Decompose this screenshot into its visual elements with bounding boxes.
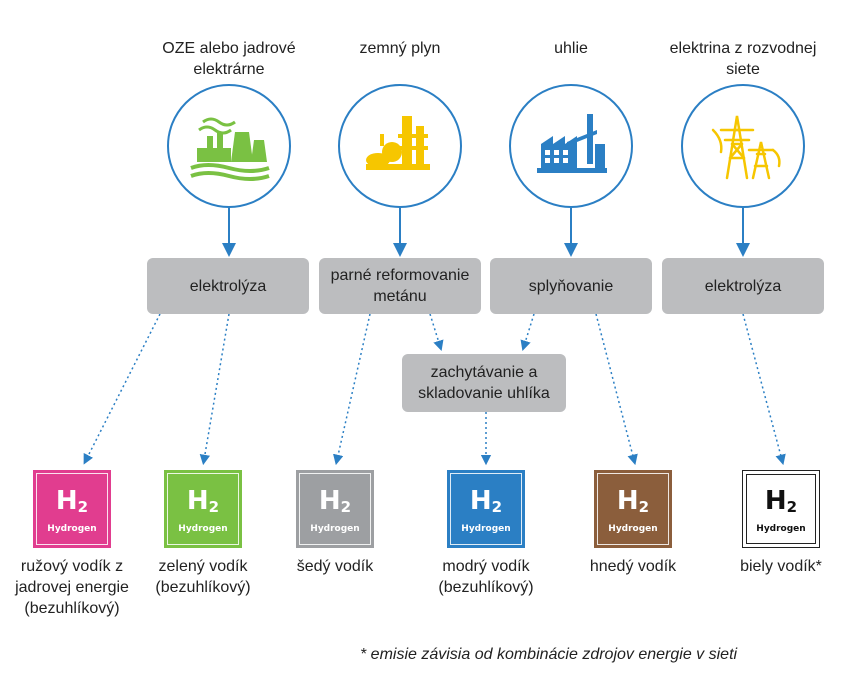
- arrow-to-pink: [83, 313, 161, 465]
- label-brown-hydrogen: hnedý vodík: [589, 558, 677, 575]
- source-circle-coal: [509, 84, 633, 208]
- arrow-to-ccs-left: [429, 313, 444, 352]
- source-label-grid-electricity: elektrina z rozvodnej siete: [669, 40, 817, 78]
- process-carbon-capture: zachytávanie a skladovanie uhlíka: [402, 354, 566, 412]
- source-label-coal: uhlie: [554, 40, 588, 57]
- hydrogen-tile-white: H2 Hydrogen: [742, 470, 820, 548]
- label-green-hydrogen: zelený vodík (bezuhlíkový): [155, 558, 251, 596]
- label-blue-hydrogen: modrý vodík (bezuhlíkový): [438, 558, 534, 596]
- arrow-to-brown: [595, 313, 638, 466]
- hydrogen-tile-brown: H2 Hydrogen: [594, 470, 672, 548]
- hydrogen-tile-grey: H2 Hydrogen: [296, 470, 374, 548]
- arrow-to-grey: [333, 313, 371, 466]
- arrow-to-ccs-right: [520, 313, 535, 352]
- source-circle-grid: [681, 84, 805, 208]
- hydrogen-tile-blue: H2 Hydrogen: [447, 470, 525, 548]
- process-electrolysis-1: elektrolýza: [147, 258, 309, 314]
- source-label-natural-gas: zemný plyn: [359, 40, 441, 57]
- power-tower-icon: [711, 115, 781, 180]
- coal-factory-icon: [537, 114, 607, 173]
- process-gasification: splyňovanie: [490, 258, 652, 314]
- power-plant-icon: [190, 117, 270, 181]
- arrow-to-white: [742, 313, 786, 466]
- label-white-hydrogen: biely vodík*: [740, 558, 822, 575]
- label-grey-hydrogen: šedý vodík: [296, 558, 374, 575]
- label-pink-hydrogen: ružový vodík z jadrovej energie (bezuhlí…: [15, 558, 129, 617]
- source-circle-renewables: [167, 84, 291, 208]
- process-steam-reforming: parné reformovanie metánu: [319, 258, 481, 314]
- source-label-renewables-nuclear: OZE alebo jadrové elektrárne: [162, 40, 296, 78]
- refinery-icon: [366, 116, 430, 170]
- arrow-to-green: [199, 313, 230, 466]
- hydrogen-tile-pink: H2 Hydrogen: [33, 470, 111, 548]
- hydrogen-tile-green: H2 Hydrogen: [164, 470, 242, 548]
- footnote: * emisie závisia od kombinácie zdrojov e…: [360, 646, 738, 663]
- process-electrolysis-2: elektrolýza: [662, 258, 824, 314]
- source-circle-natural-gas: [338, 84, 462, 208]
